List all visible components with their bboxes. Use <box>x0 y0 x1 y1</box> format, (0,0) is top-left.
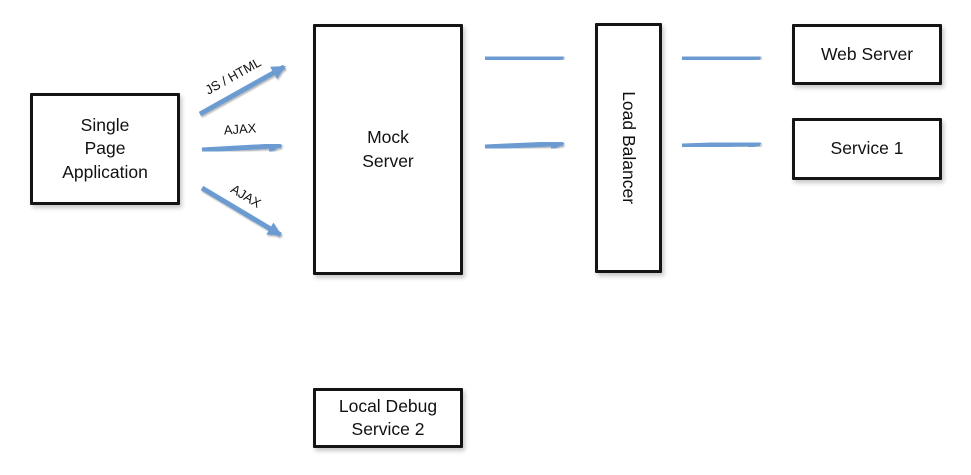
arrow-label-spa-to-mock-ajax: AJAX <box>223 120 257 138</box>
node-service-1: Service 1 <box>792 118 942 180</box>
node-web-server: Web Server <box>792 24 942 85</box>
arrow-spa-to-mock-js-html <box>198 64 286 117</box>
arrow-mock-to-lb-top <box>484 50 565 65</box>
node-single-page-application: Single Page Application <box>30 93 180 205</box>
arrow-spa-to-mock-ajax <box>201 139 283 154</box>
node-label-load-balancer: Load Balancer <box>619 91 640 205</box>
node-mock-server: Mock Server <box>313 24 463 275</box>
node-label-web-server: Web Server <box>820 43 914 64</box>
arrow-spa-to-mock-ajax-2 <box>200 185 282 238</box>
arrow-mock-to-lb-mid <box>484 137 565 152</box>
node-label-single-page-application: Single Page Application <box>62 115 148 182</box>
arrow-lb-to-web-server <box>681 50 762 65</box>
arrow-lb-to-service-1 <box>681 136 762 151</box>
node-load-balancer: Load Balancer <box>595 23 662 273</box>
node-label-mock-server: Mock Server <box>362 127 414 171</box>
node-label-service-1: Service 1 <box>830 138 904 159</box>
node-local-debug-service-2: Local Debug Service 2 <box>313 388 463 448</box>
node-label-local-debug-service-2: Local Debug Service 2 <box>338 395 438 439</box>
